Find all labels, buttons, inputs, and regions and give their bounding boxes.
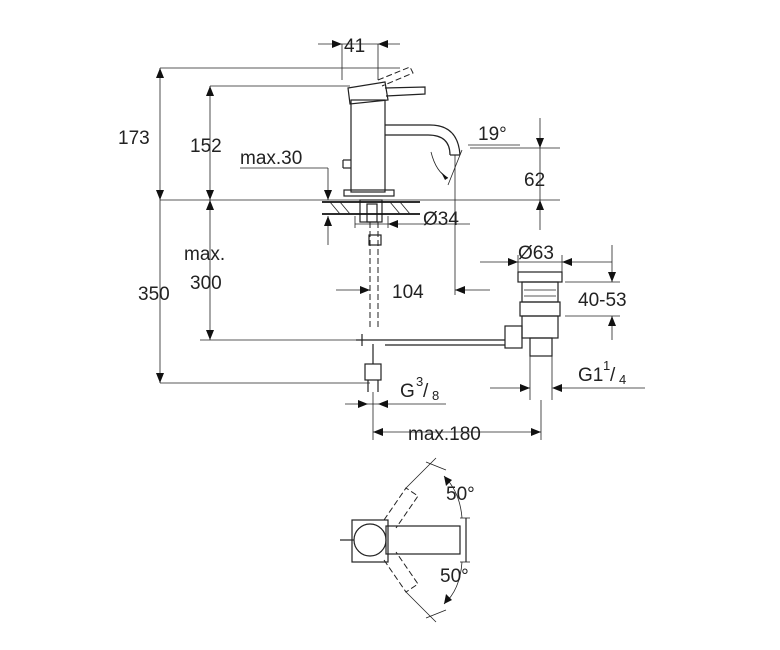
below-total-label: 350 (138, 284, 170, 305)
below-max-label-2: 300 (190, 273, 222, 294)
rotation-bottom-label: 50° (440, 566, 469, 587)
labels: 41 173 152 19° 62 max.30 Ø34 max. 300 35… (118, 36, 627, 587)
spout-drop-label: 62 (524, 170, 545, 191)
top-view-rotation (340, 457, 470, 623)
dimension-lines (156, 40, 645, 440)
max-deck-label: max.30 (240, 148, 302, 169)
waste-diameter-label: Ø63 (518, 243, 554, 264)
top-width-label: 41 (344, 36, 365, 57)
connection-slash: / (423, 381, 429, 402)
connection-den-label: 8 (432, 388, 439, 403)
spout-height-label: 152 (190, 136, 222, 157)
waste-thread-den-label: 4 (619, 372, 626, 387)
faucet-side-view (322, 66, 463, 392)
connection-main-label: G (400, 381, 415, 402)
rod-max-label: max.180 (408, 424, 481, 445)
spout-reach-label: 104 (392, 282, 424, 303)
connection-num-label: 3 (416, 374, 423, 389)
spout-angle-label: 19° (478, 124, 507, 145)
waste-thread-main-label: G1 (578, 365, 603, 386)
waste-thread-slash: / (610, 365, 616, 386)
deck-hole-label: Ø34 (423, 209, 459, 230)
pull-rod (385, 339, 505, 346)
waste-drain (504, 271, 563, 357)
waste-range-label: 40-53 (578, 290, 627, 311)
total-height-label: 173 (118, 128, 150, 149)
rotation-top-label: 50° (446, 484, 475, 505)
below-max-label-1: max. (184, 244, 225, 265)
waste-thread-num-label: 1 (603, 358, 610, 373)
